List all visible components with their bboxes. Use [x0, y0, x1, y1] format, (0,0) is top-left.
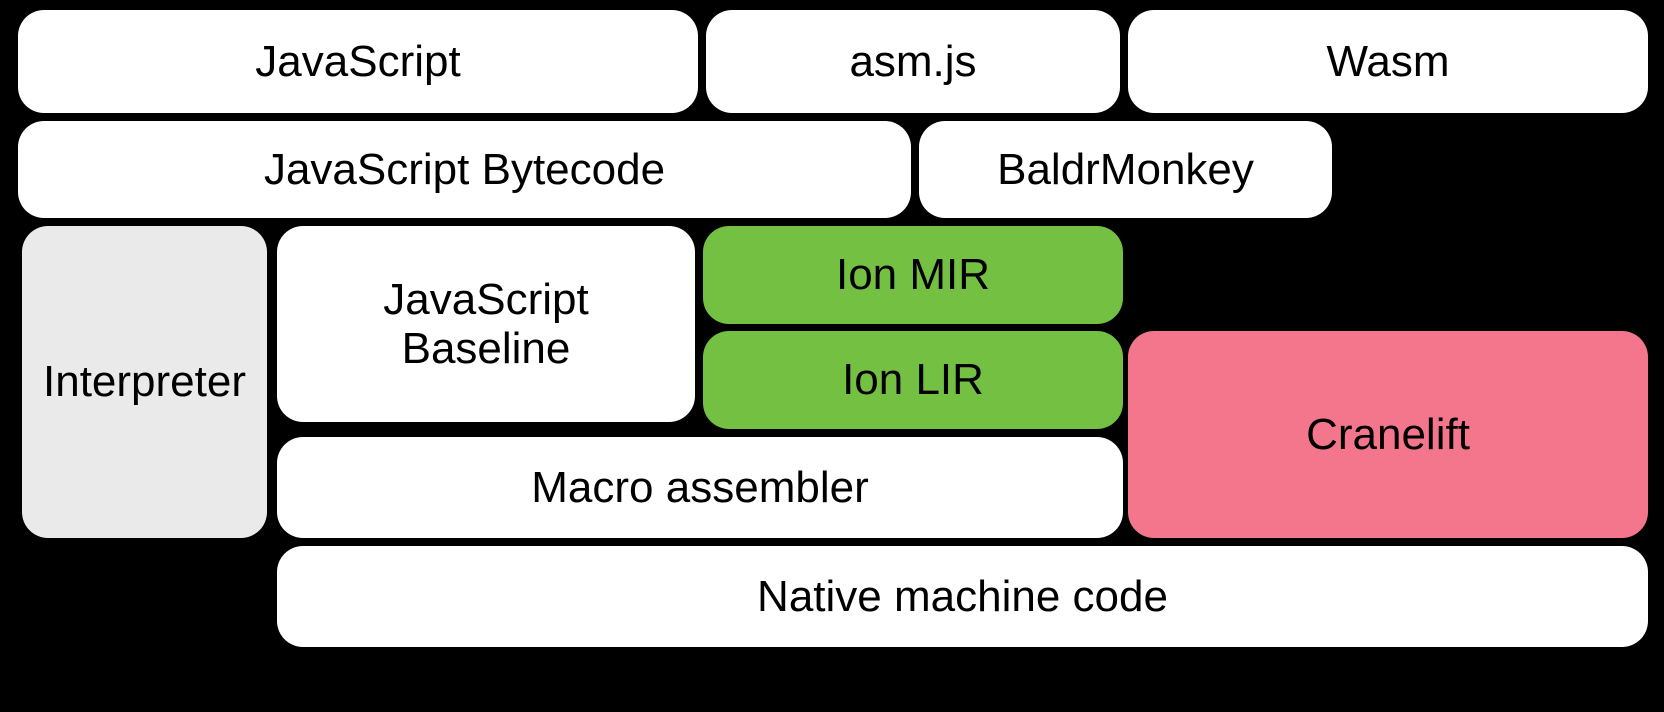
- node-javascript-baseline: JavaScript Baseline: [277, 226, 695, 422]
- node-interpreter: Interpreter: [22, 226, 267, 538]
- node-macro-assembler: Macro assembler: [277, 437, 1123, 538]
- node-native-machine-code: Native machine code: [277, 546, 1648, 647]
- node-javascript-source: JavaScript: [18, 10, 698, 113]
- node-wasm: Wasm: [1128, 10, 1648, 113]
- node-ion-mir: Ion MIR: [703, 226, 1123, 324]
- node-cranelift: Cranelift: [1128, 331, 1648, 538]
- node-baldrmonkey: BaldrMonkey: [919, 121, 1332, 218]
- node-javascript-bytecode: JavaScript Bytecode: [18, 121, 911, 218]
- node-ion-lir: Ion LIR: [703, 331, 1123, 429]
- node-asm-js: asm.js: [706, 10, 1120, 113]
